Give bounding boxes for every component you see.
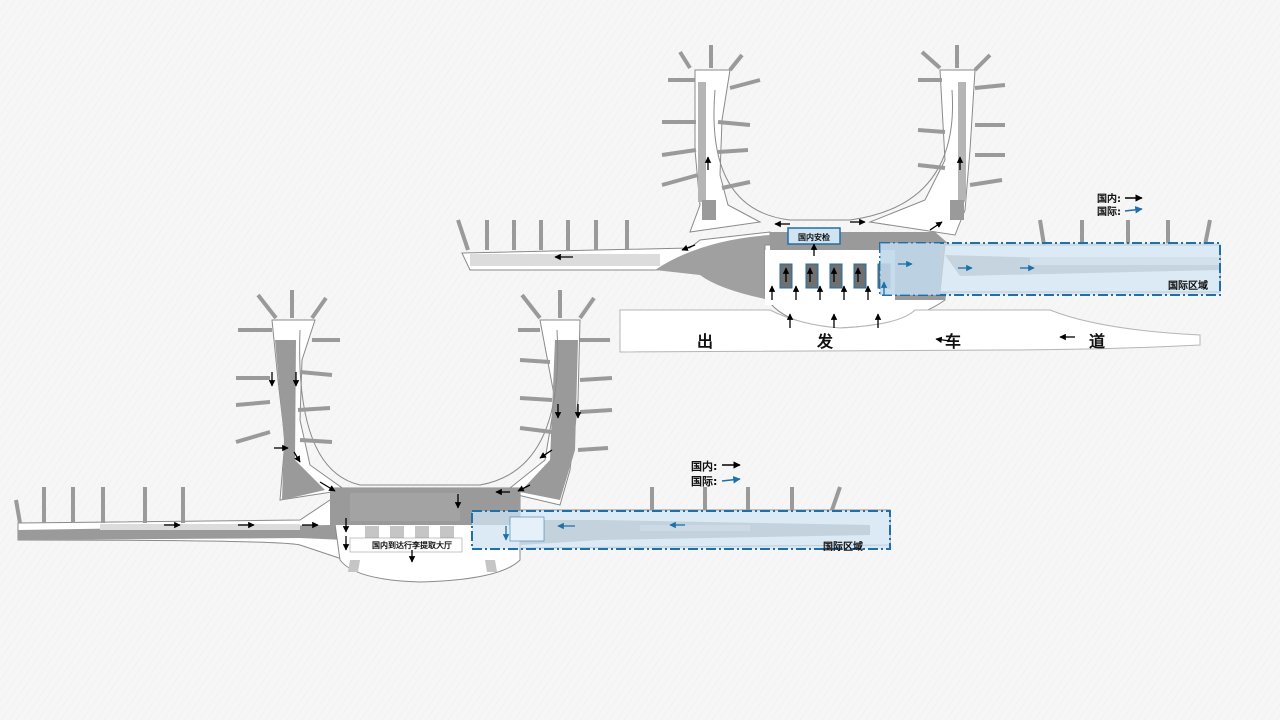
departure-roadway: [619, 309, 1201, 353]
international-flow-arrows-lower: [502, 521, 685, 541]
arrival-level-plan: 国内到达行李提取大厅 国际区域: [14, 290, 891, 583]
roadway-char-1: 出: [697, 332, 713, 351]
departure-level-plan: 国内安检 国际区域 出 发 车 道: [456, 45, 1221, 353]
roadway-char-3: 车: [945, 332, 961, 351]
international-zone-label-lower: 国际区域: [823, 540, 863, 553]
legend-upper: 国内: 国际:: [1097, 192, 1143, 218]
domestic-security-label: 国内安检: [798, 232, 830, 242]
legend-domestic-label-upper: 国内:: [1097, 192, 1121, 205]
legend-international-label-lower: 国际:: [691, 474, 717, 488]
legend-lower: 国内: 国际:: [691, 459, 741, 488]
domestic-flow-arrows-lower: [164, 372, 582, 563]
left-pier-upper: [689, 69, 762, 233]
legend-domestic-label-lower: 国内:: [691, 459, 717, 473]
domestic-flow-arrows-upper: [554, 156, 1075, 344]
baggage-hall-label: 国内到达行李提取大厅: [372, 540, 452, 550]
roadway-char-4: 道: [1089, 332, 1105, 351]
international-flow-arrows-upper: [880, 260, 1035, 295]
international-zone-label-upper: 国际区域: [1168, 279, 1208, 292]
roadway-char-2: 发: [816, 332, 834, 351]
right-pier-upper: [868, 69, 976, 236]
legend-international-label-upper: 国际:: [1097, 206, 1121, 218]
